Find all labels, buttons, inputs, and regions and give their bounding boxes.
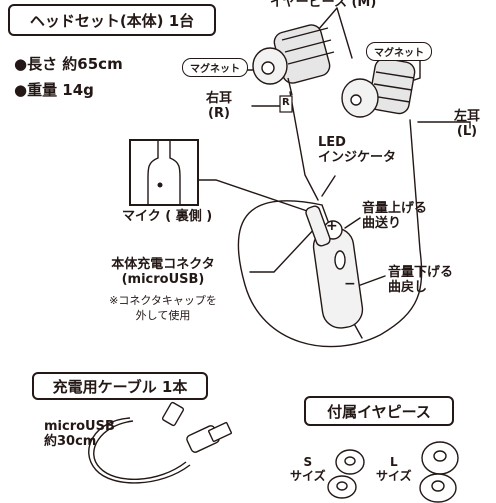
charge-note-line1: ※コネクタキャップを xyxy=(109,294,217,307)
leader-earpiece xyxy=(336,7,353,59)
volume-down-line1: 音量下げる xyxy=(388,265,454,280)
minus-icon: − xyxy=(344,276,356,292)
eartip-l-label: L サイズ xyxy=(376,455,412,484)
headset-section-box: ヘッドセット(本体) 1台 xyxy=(8,4,216,36)
mic-label: マイク ( 裏側 ) xyxy=(122,209,213,224)
eartip-l-line2: サイズ xyxy=(376,468,412,483)
right-ear-label-line1: 右耳 xyxy=(206,91,233,106)
headset-section-label: ヘッドセット(本体) 1台 xyxy=(29,11,195,30)
cable-spec-line1: microUSB xyxy=(44,419,115,434)
magnet-label-left: マグネット xyxy=(182,58,248,77)
right-marker-box xyxy=(279,95,293,113)
cable-spec: microUSB 約30cm xyxy=(44,419,115,450)
left-ear-label-line1: 左耳 xyxy=(454,109,481,124)
charge-connector-note: ※コネクタキャップを 外して使用 xyxy=(103,294,223,324)
volume-down-line2: 曲戻し xyxy=(388,279,428,295)
volume-up-line2: 曲送り xyxy=(362,215,402,231)
spec-weight: ●重量 14g xyxy=(14,81,94,99)
right-ear-label: 右耳 (R) xyxy=(206,91,233,122)
led-label-line1: LED xyxy=(318,135,346,150)
eartip-s-label: S サイズ xyxy=(290,455,326,484)
right-ear-label-line2: (R) xyxy=(208,105,230,121)
left-ear-label: 左耳 (L) xyxy=(454,109,481,140)
left-earbud xyxy=(341,57,416,118)
eartip-l-line1: L xyxy=(389,455,398,469)
plus-icon: + xyxy=(326,218,338,234)
control-unit xyxy=(312,220,364,329)
charge-label-line1: 本体充電コネクタ xyxy=(111,257,215,272)
cable-section-box: 充電用ケーブル 1本 xyxy=(32,372,208,400)
volume-down-label: 音量下げる 曲戻し xyxy=(388,265,454,296)
charge-port-housing xyxy=(305,205,331,247)
volume-up-line1: 音量上げる xyxy=(362,201,428,216)
charge-note-line2: 外して使用 xyxy=(135,308,191,322)
volume-up-label: 音量上げる 曲送り xyxy=(362,201,428,232)
charge-label-line2: (microUSB) xyxy=(121,271,205,287)
spec-length: ●長さ 約65cm xyxy=(14,55,123,73)
right-earbud xyxy=(252,24,335,96)
charging-cable-illustration xyxy=(88,401,232,484)
left-ear-label-line2: (L) xyxy=(456,123,478,139)
mic-inset-frame xyxy=(129,139,199,206)
charge-connector-label: 本体充電コネクタ (microUSB) xyxy=(88,257,238,288)
eartip-s-line1: S xyxy=(303,455,313,469)
eartips-section-box: 付属イヤピース xyxy=(304,396,454,426)
eartip-s-line2: サイズ xyxy=(290,468,326,483)
led-indicator-label: LED インジケータ xyxy=(318,135,397,166)
eartips-section-label: 付属イヤピース xyxy=(327,402,431,421)
leader-earpiece-2 xyxy=(317,7,338,31)
cable-section-label: 充電用ケーブル 1本 xyxy=(52,377,188,396)
magnet-label-right: マグネット xyxy=(366,42,432,61)
cable-spec-line2: 約30cm xyxy=(44,433,97,449)
right-ear-mark: R xyxy=(282,97,290,108)
right-ear-cable xyxy=(289,91,319,201)
mic-inset-detail xyxy=(147,140,181,205)
led-label-line2: インジケータ xyxy=(318,149,397,165)
earpiece-m-label: イヤーピース (M) xyxy=(270,0,377,10)
eartips-illustration xyxy=(327,441,459,503)
neckband-cable xyxy=(237,119,423,348)
